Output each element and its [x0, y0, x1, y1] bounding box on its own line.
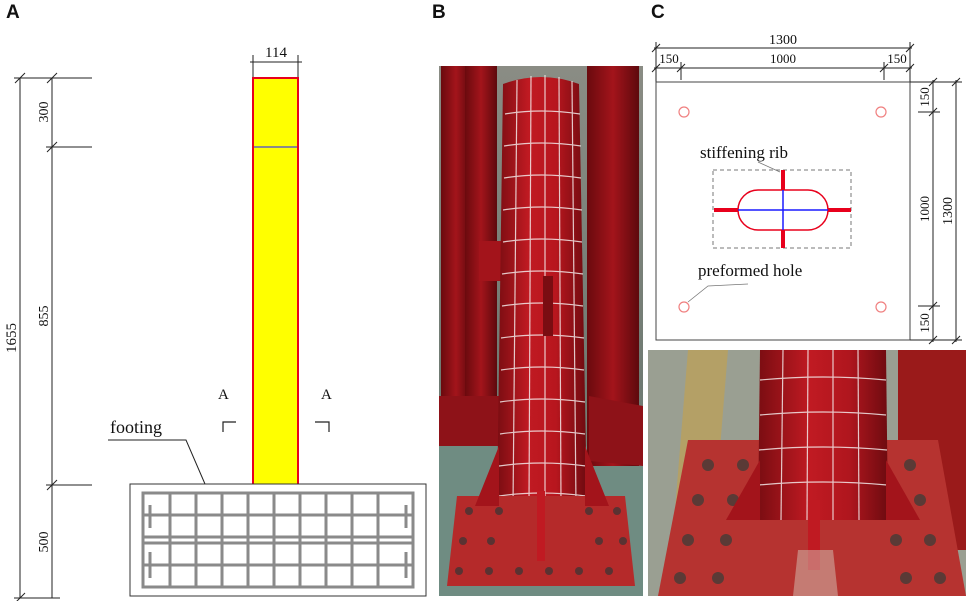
- footing-leader: [108, 439, 206, 485]
- dim-side-bottom-text: 150: [917, 313, 932, 333]
- specimen-photo: [439, 66, 643, 596]
- base-detail-photo: [648, 350, 966, 596]
- dim-top-text: 300: [37, 102, 52, 123]
- footing-rebar-cage: [141, 491, 415, 589]
- dim-side-mid-text: 1000: [917, 196, 932, 222]
- background-column-mid: [465, 66, 497, 396]
- section-bracket-right: [315, 421, 330, 432]
- preformed-hole-leader: [687, 283, 749, 303]
- dim-bottom-text: 500: [37, 532, 52, 553]
- dim-side-top-text: 150: [917, 87, 932, 107]
- stiffening-rib-label: stiffening rib: [700, 143, 788, 162]
- footing-label: footing: [110, 417, 162, 437]
- preformed-holes: [678, 106, 887, 313]
- panel-letter-a: A: [6, 2, 20, 23]
- section-mark-right: A: [321, 387, 332, 403]
- preformed-hole-label: preformed hole: [698, 261, 802, 280]
- panel-letter-b: B: [432, 2, 446, 23]
- column-elevation-drawing: 1655 300 855 500 114 A A footing: [4, 45, 427, 601]
- steel-column: [252, 77, 299, 486]
- section-bracket-left: [222, 421, 236, 432]
- panel-letter-c: C: [651, 2, 665, 23]
- footing-outline: [129, 483, 427, 597]
- top-dimensions: [651, 42, 915, 82]
- base-plate-plan-drawing: 1300 150 1000 150 150 1000 150 1300: [651, 33, 962, 345]
- stiffening-rib-leader: [757, 161, 781, 173]
- dim-mid-text: 855: [37, 306, 52, 327]
- main-column: [497, 77, 587, 506]
- dim-right-edge-text: 150: [887, 51, 907, 66]
- stiffening-ribs: [714, 170, 851, 248]
- column-cross-section: [737, 189, 829, 231]
- vertical-dimensions: [14, 72, 92, 601]
- dim-overall-text: 1300: [769, 33, 797, 48]
- width-dimension: [250, 55, 302, 78]
- section-mark-left: A: [218, 387, 229, 403]
- dim-middle-text: 1000: [770, 51, 796, 66]
- dim-total-text: 1655: [4, 323, 20, 353]
- dim-side-overall-text: 1300: [941, 197, 956, 225]
- photo-column: [758, 350, 888, 520]
- dim-width-text: 114: [265, 45, 287, 61]
- side-dimensions: [910, 77, 962, 345]
- dim-left-edge-text: 150: [659, 51, 679, 66]
